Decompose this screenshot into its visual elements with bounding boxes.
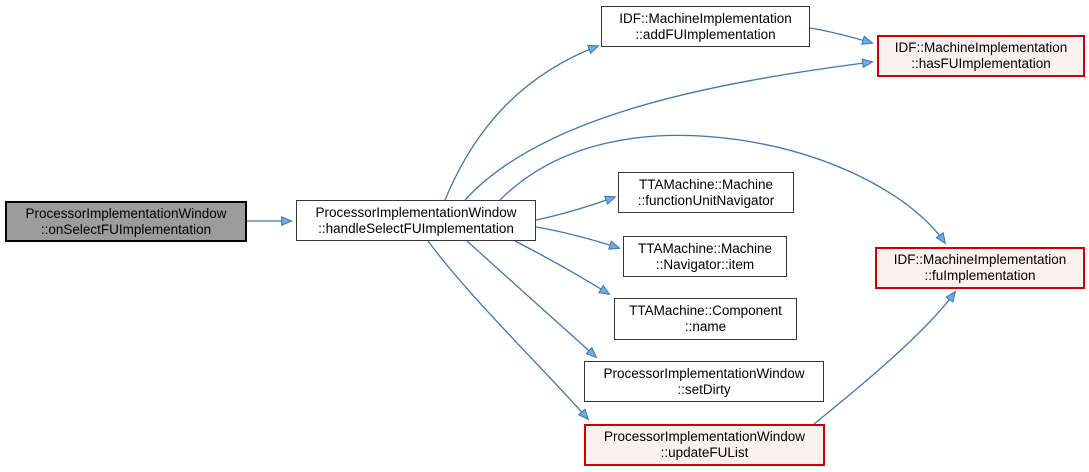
node-label-line1: IDF::MachineImplementation bbox=[894, 40, 1068, 55]
node-label-line1: ProcessorImplementationWindow bbox=[25, 205, 227, 221]
edge-handleSelectFUImplementation-to-componentName bbox=[514, 240, 611, 295]
node-label-line1: IDF::MachineImplementation bbox=[619, 10, 792, 26]
node-handleSelectFUImplementation[interactable]: ProcessorImplementationWindow ::handleSe… bbox=[296, 200, 536, 241]
edge-handleSelectFUImplementation-to-hasFUImplementation bbox=[464, 58, 874, 201]
node-label-line1: TTAMachine::Machine bbox=[637, 240, 773, 256]
node-label-line2: ::setDirty bbox=[677, 381, 731, 397]
edge-handleSelectFUImplementation-to-updateFUList bbox=[427, 240, 590, 421]
node-hasFUImplementation[interactable]: IDF::MachineImplementation ::hasFUImplem… bbox=[877, 35, 1085, 77]
node-updateFUList[interactable]: ProcessorImplementationWindow ::updateFU… bbox=[584, 424, 825, 466]
node-label-line2: ::functionUnitNavigator bbox=[637, 192, 775, 208]
node-label-line2: ::addFUImplementation bbox=[635, 26, 776, 42]
node-componentName[interactable]: TTAMachine::Component ::name bbox=[614, 298, 797, 340]
node-label-line2: ::hasFUImplementation bbox=[911, 56, 1051, 71]
node-label-line2: ::onSelectFUImplementation bbox=[40, 221, 212, 237]
node-functionUnitNavigator[interactable]: TTAMachine::Machine ::functionUnitNaviga… bbox=[618, 172, 794, 213]
node-label-line1: ProcessorImplementationWindow bbox=[603, 365, 805, 381]
node-label-line1: TTAMachine::Component bbox=[629, 303, 782, 318]
node-label-line2: ::Navigator::item bbox=[655, 256, 755, 272]
node-addFUImplementation[interactable]: IDF::MachineImplementation ::addFUImplem… bbox=[601, 6, 810, 47]
edge-handleSelectFUImplementation-to-setDirty bbox=[466, 240, 598, 359]
edge-handleSelectFUImplementation-to-functionUnitNavigator bbox=[535, 195, 617, 221]
edge-handleSelectFUImplementation-to-fuImplementation bbox=[499, 134, 947, 245]
node-label-line2: ::updateFUList bbox=[660, 445, 749, 460]
edge-updateFUList-to-fuImplementation bbox=[813, 290, 957, 425]
node-navigatorItem[interactable]: TTAMachine::Machine ::Navigator::item bbox=[623, 236, 787, 277]
node-setDirty[interactable]: ProcessorImplementationWindow ::setDirty bbox=[584, 361, 824, 402]
edge-handleSelectFUImplementation-to-navigatorItem bbox=[535, 226, 621, 250]
edge-addFUImplementation-to-hasFUImplementation bbox=[809, 27, 874, 45]
node-label-line2: ::handleSelectFUImplementation bbox=[318, 220, 514, 236]
node-label-line2: ::fuImplementation bbox=[924, 268, 1036, 283]
node-onSelectFUImplementation[interactable]: ProcessorImplementationWindow ::onSelect… bbox=[5, 201, 247, 242]
node-label-line1: TTAMachine::Machine bbox=[638, 176, 774, 192]
node-label-line1: ProcessorImplementationWindow bbox=[603, 429, 806, 444]
node-label-line1: IDF::MachineImplementation bbox=[893, 252, 1067, 267]
node-label-line1: ProcessorImplementationWindow bbox=[315, 204, 517, 220]
edge-handleSelectFUImplementation-to-addFUImplementation bbox=[444, 44, 600, 201]
node-label-line2: ::name bbox=[684, 319, 727, 334]
node-fuImplementation[interactable]: IDF::MachineImplementation ::fuImplement… bbox=[875, 247, 1085, 289]
